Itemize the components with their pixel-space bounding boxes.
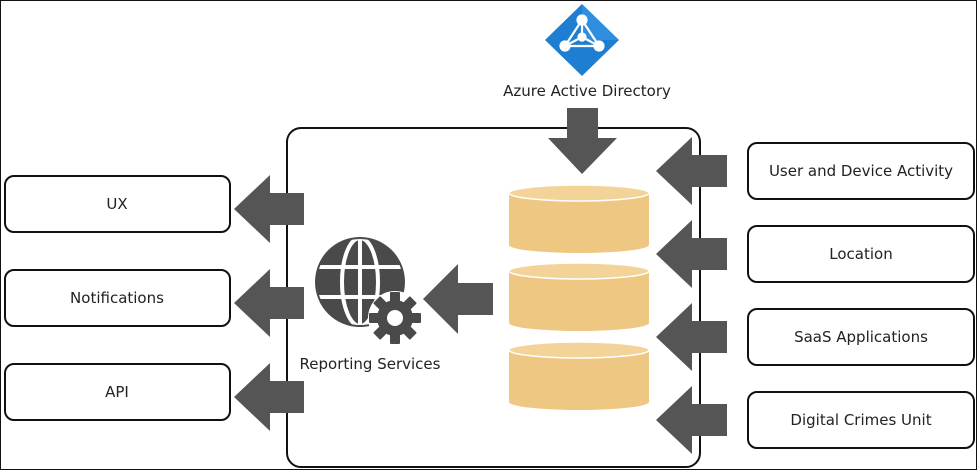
input-label: SaaS Applications (794, 328, 928, 346)
input-label: Location (829, 245, 892, 263)
location-to-db-arrow (656, 220, 727, 288)
reporting-to-api-arrow (234, 363, 304, 431)
reporting-services-label: Reporting Services (300, 355, 441, 373)
database-icon (508, 184, 650, 410)
reporting-to-notifications-arrow (234, 269, 304, 337)
output-api: API (4, 363, 231, 421)
input-user-device-activity: User and Device Activity (747, 142, 975, 200)
input-digital-crimes-unit: Digital Crimes Unit (747, 391, 975, 449)
input-saas-applications: SaaS Applications (747, 308, 975, 366)
output-label: API (105, 383, 129, 401)
reporting-to-ux-arrow (234, 175, 304, 243)
azure-to-db-arrow (548, 108, 617, 174)
input-label: User and Device Activity (769, 162, 953, 180)
output-notifications: Notifications (4, 269, 231, 327)
input-label: Digital Crimes Unit (790, 411, 931, 429)
saas-to-db-arrow (656, 303, 727, 371)
input-location: Location (747, 225, 975, 283)
db-to-reporting-arrow (423, 264, 493, 334)
azure-ad-label: Azure Active Directory (503, 82, 671, 100)
activity-to-db-arrow (656, 137, 727, 205)
output-label: UX (106, 195, 127, 213)
output-label: Notifications (70, 289, 164, 307)
output-ux: UX (4, 175, 231, 233)
azure-ad-icon (545, 4, 619, 76)
dcu-to-db-arrow (656, 386, 727, 454)
globe-gear-icon (315, 236, 422, 345)
